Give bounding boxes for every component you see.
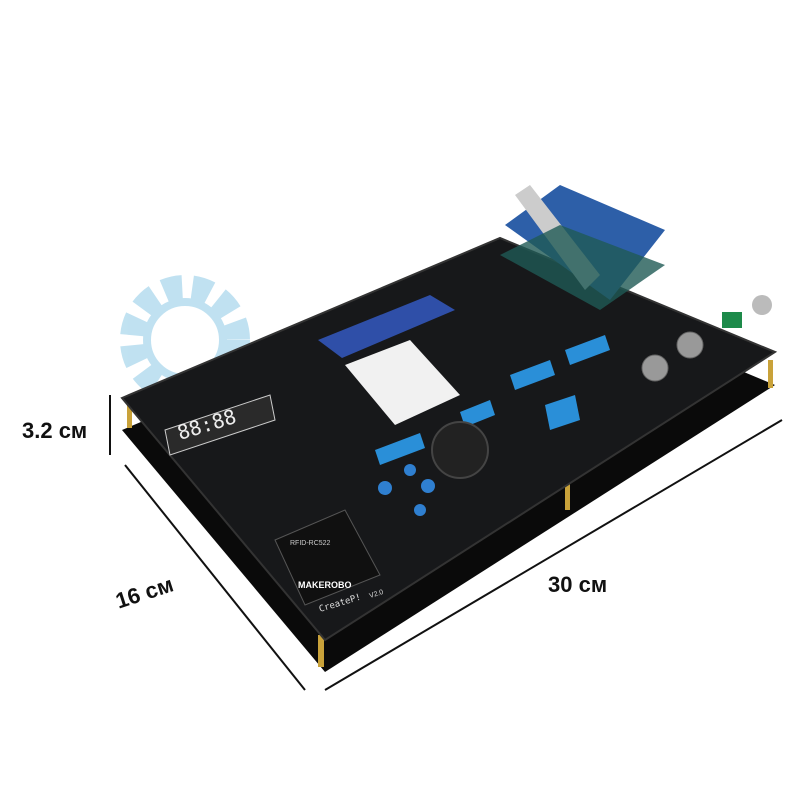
width-label: 30 см xyxy=(548,572,608,597)
dimension-lines xyxy=(109,395,783,691)
breadboard xyxy=(345,340,460,425)
rfid-module xyxy=(274,509,381,606)
push-buttons xyxy=(378,464,435,516)
potentiometer-knob xyxy=(752,295,772,315)
ultrasonic-sensor xyxy=(641,331,704,382)
joystick xyxy=(431,421,489,479)
seven-segment-display xyxy=(164,394,276,456)
board-version: V2.0 xyxy=(369,589,385,600)
green-potentiometer xyxy=(722,312,742,328)
brand-label: MAKEROBO xyxy=(298,580,352,590)
height-label: 3.2 см xyxy=(22,418,88,443)
rfid-label: RFID-RC522 xyxy=(290,540,331,547)
brass-standoffs xyxy=(127,360,773,667)
arduino-board xyxy=(500,225,665,310)
dip-switches xyxy=(375,335,610,465)
lcd-display xyxy=(318,295,455,358)
